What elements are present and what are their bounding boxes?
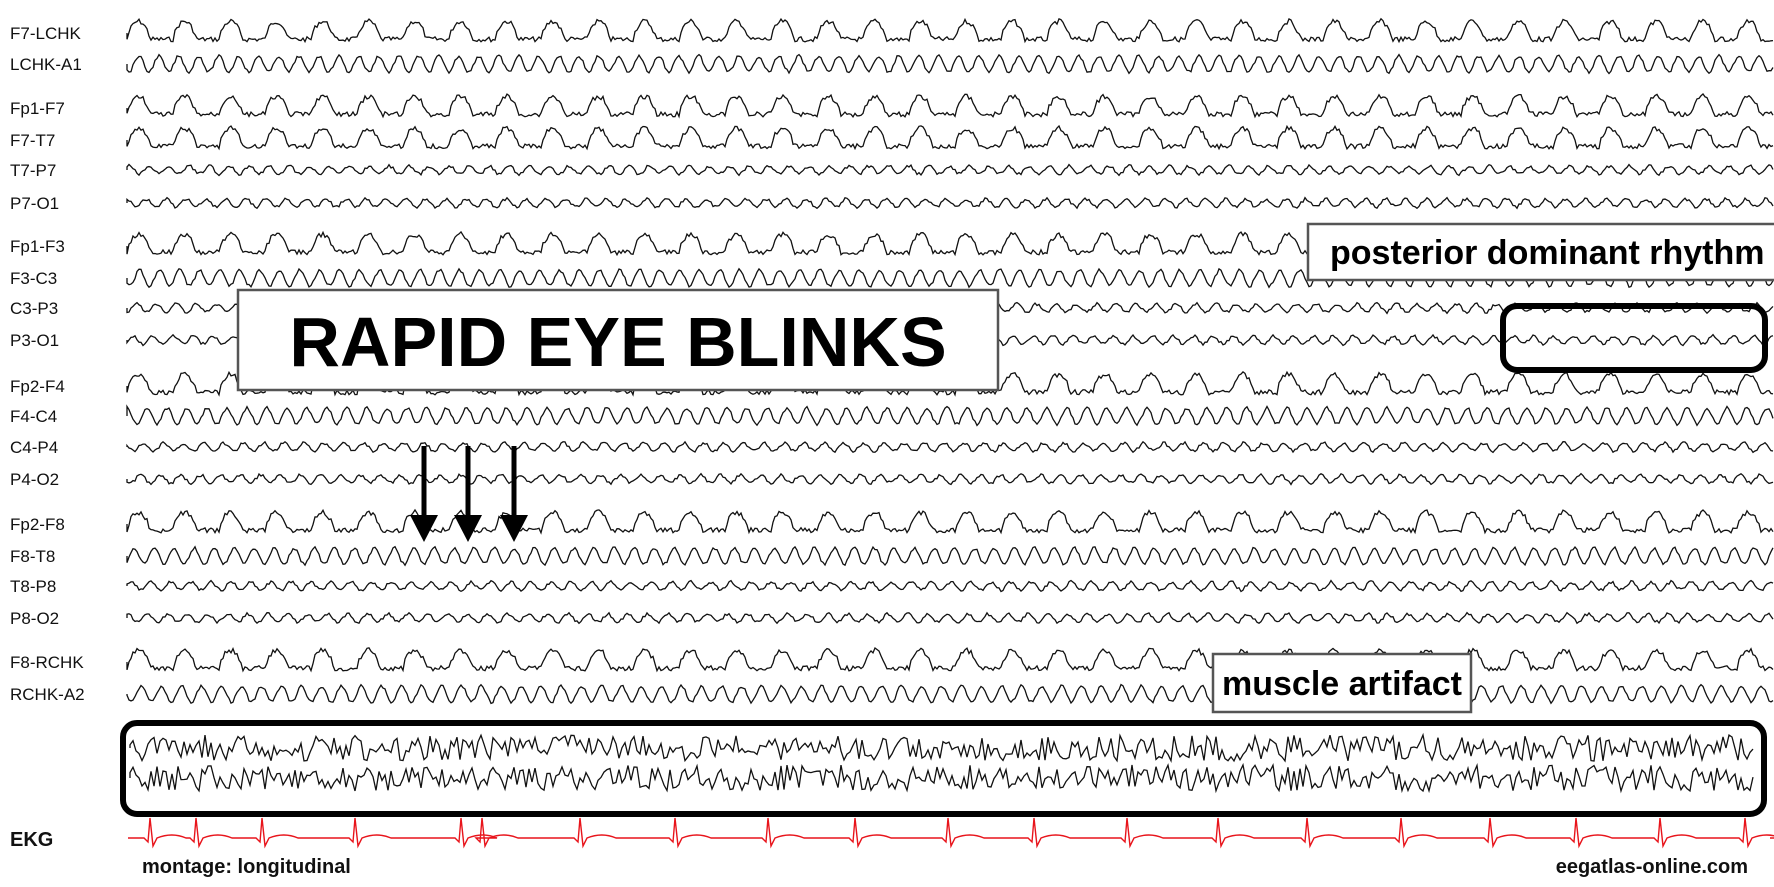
channel-label: T8-P8 — [10, 577, 56, 596]
channel-labels: F7-LCHK LCHK-A1Fp1-F7F7-T7T7-P7P7-O1Fp1-F… — [10, 24, 85, 704]
arrow-down-icon — [454, 446, 482, 542]
channel-label: F7-T7 — [10, 131, 55, 150]
channel-label: RCHK-A2 — [10, 685, 85, 704]
eeg-trace-line — [126, 53, 1774, 75]
channel-label: F8-T8 — [10, 547, 55, 566]
channel-label: F4-C4 — [10, 407, 57, 426]
channel-label: F8-RCHK — [10, 653, 84, 672]
channel-label: C4-P4 — [10, 438, 58, 457]
muscle-artifact-text: muscle artifact — [1222, 665, 1462, 703]
eeg-trace-line — [126, 646, 1774, 673]
arrow-down-icon — [410, 446, 438, 542]
eeg-trace-line — [126, 17, 1774, 44]
eeg-trace-line — [126, 683, 1774, 705]
eeg-trace-line — [126, 611, 1774, 625]
muscle-trace-line — [129, 762, 1754, 794]
eeg-traces — [126, 17, 1774, 794]
channel-label: Fp2-F8 — [10, 515, 65, 534]
channel-label: LCHK-A1 — [10, 55, 82, 74]
eeg-trace-line — [126, 404, 1774, 427]
rapid-eye-blinks-callout: RAPID EYE BLINKS — [236, 288, 1000, 392]
channel-label: T7-P7 — [10, 161, 56, 180]
muscle-trace-line — [129, 732, 1754, 764]
eeg-trace-line — [126, 440, 1774, 454]
channel-label: Fp1-F3 — [10, 237, 65, 256]
muscle-artifact-region — [120, 720, 1767, 817]
pdr-callout: posterior dominant rhythm — [1306, 222, 1774, 282]
montage-label: montage: longitudinal — [142, 856, 351, 878]
channel-label: F3-C3 — [10, 269, 57, 288]
arrow-down-icon — [500, 446, 528, 542]
channel-label: Fp2-F4 — [10, 377, 65, 396]
blink-arrows — [410, 446, 528, 542]
pdr-text: posterior dominant rhythm — [1330, 234, 1764, 272]
channel-label: Fp1-F7 — [10, 99, 65, 118]
eeg-trace-line — [126, 370, 1774, 397]
eeg-trace-line — [126, 163, 1774, 177]
ekg-trace — [128, 817, 1774, 849]
eeg-trace-line — [126, 93, 1774, 119]
channel-label: P7-O1 — [10, 194, 59, 213]
pdr-region — [1500, 303, 1768, 373]
eeg-trace-line — [126, 545, 1774, 567]
channel-label: C3-P3 — [10, 299, 58, 318]
ekg-label: EKG — [10, 829, 53, 851]
channel-label: F7-LCHK — [10, 24, 82, 43]
source-credit: eegatlas-online.com — [1556, 856, 1748, 878]
eeg-trace-line — [126, 196, 1774, 210]
rapid-eye-blinks-text: RAPID EYE BLINKS — [289, 303, 946, 381]
eeg-trace-line — [126, 508, 1774, 535]
channel-label: P8-O2 — [10, 609, 59, 628]
eeg-trace-line — [126, 579, 1774, 593]
eeg-trace-line — [126, 124, 1774, 151]
muscle-artifact-callout: muscle artifact — [1211, 652, 1473, 714]
channel-label: P4-O2 — [10, 470, 59, 489]
channel-label: P3-O1 — [10, 331, 59, 350]
eeg-trace-line — [126, 472, 1774, 486]
